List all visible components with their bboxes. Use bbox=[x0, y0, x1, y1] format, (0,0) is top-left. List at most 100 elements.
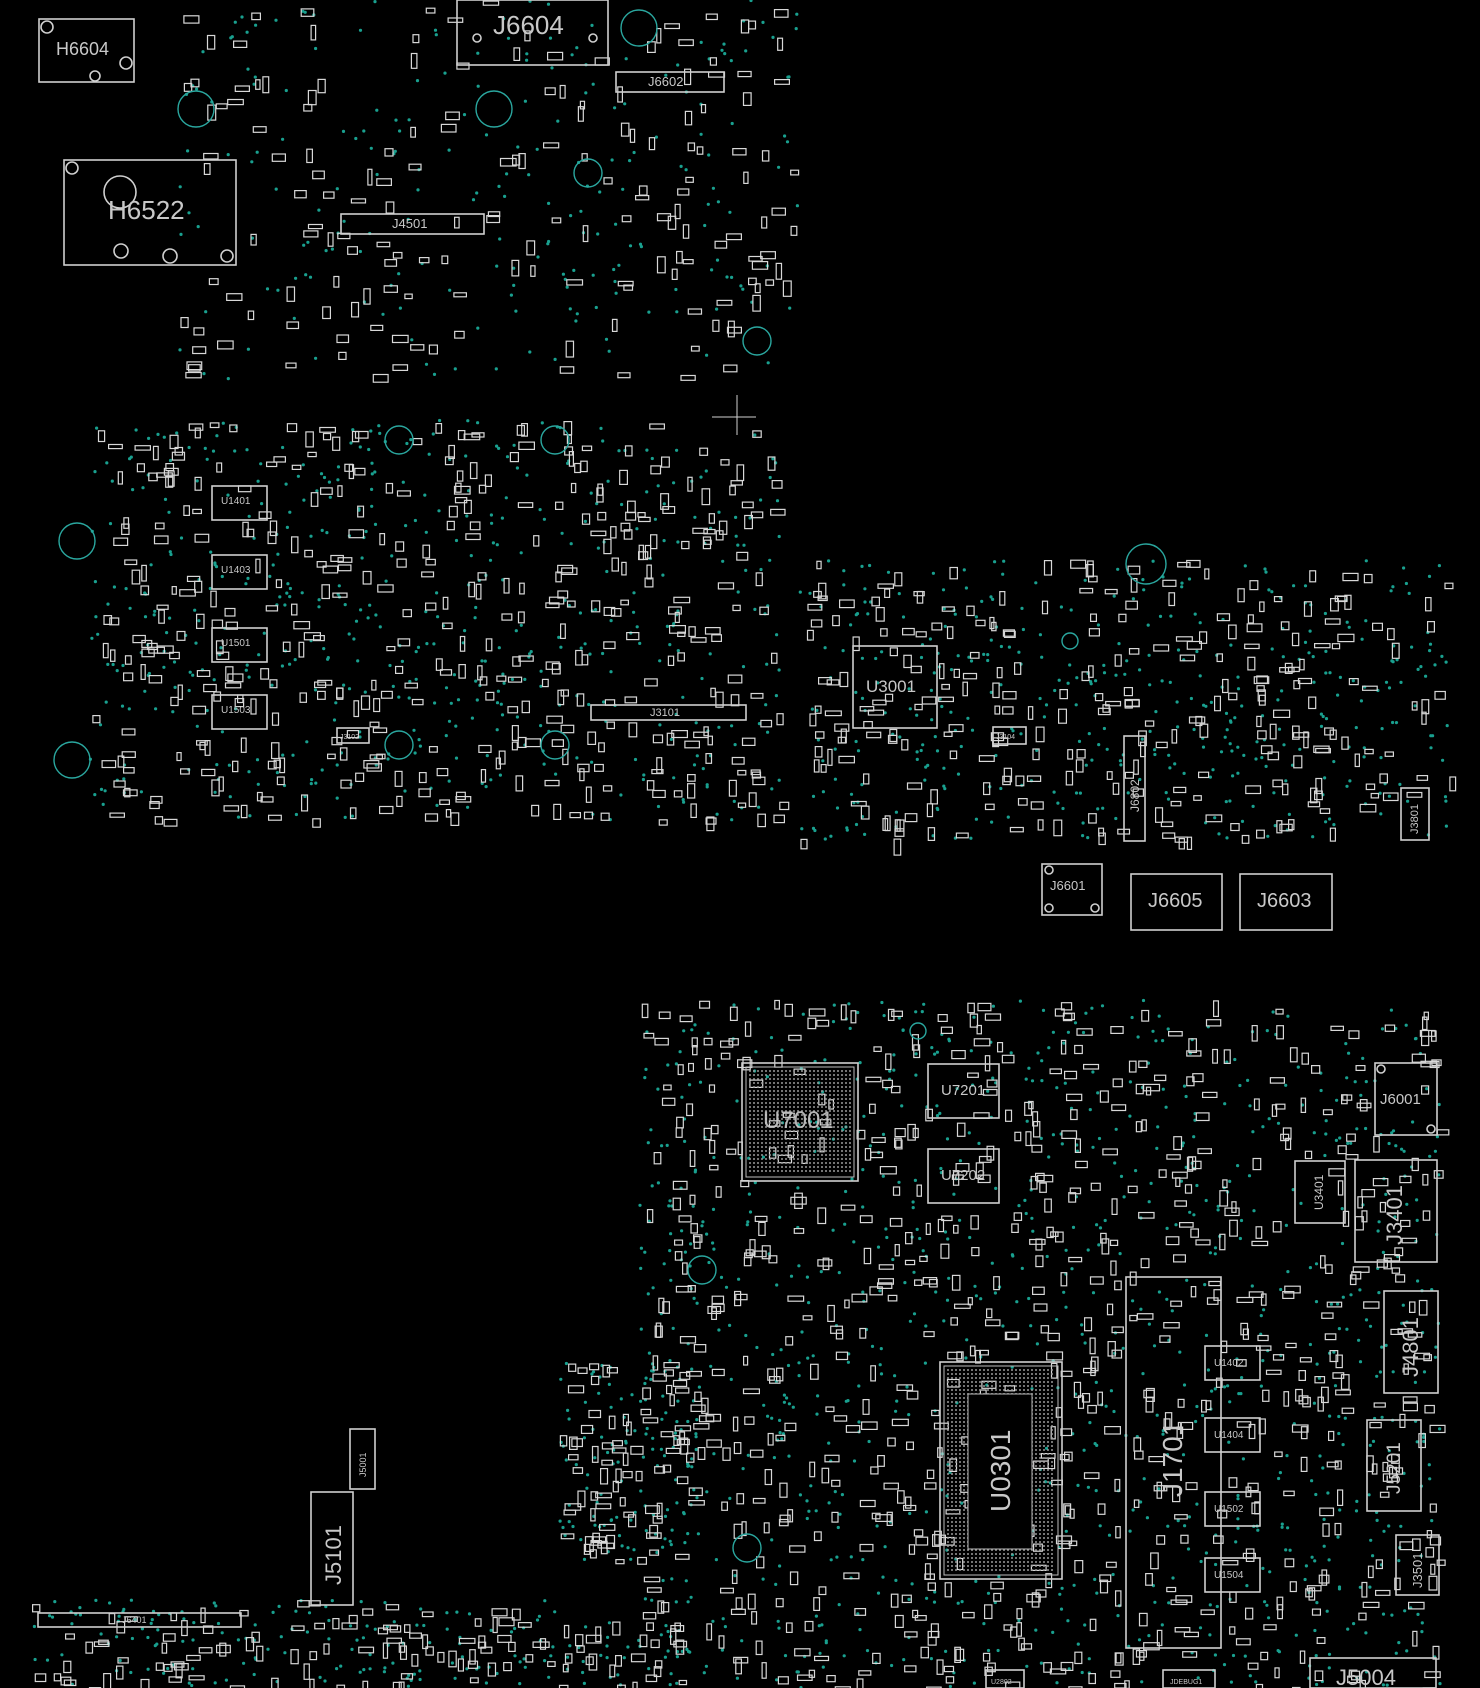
smd-pad bbox=[736, 464, 745, 482]
via bbox=[1047, 1581, 1051, 1585]
via bbox=[179, 536, 184, 540]
smd-pad bbox=[1130, 577, 1138, 593]
via bbox=[335, 763, 339, 767]
via bbox=[1001, 1324, 1005, 1328]
via bbox=[697, 1385, 702, 1389]
smd-pad bbox=[1252, 1157, 1262, 1171]
via bbox=[1314, 1492, 1318, 1497]
via bbox=[1416, 1612, 1420, 1616]
via bbox=[914, 1073, 918, 1077]
via bbox=[178, 185, 182, 189]
smd-pad bbox=[620, 522, 631, 532]
via bbox=[1324, 820, 1328, 824]
via bbox=[787, 75, 791, 79]
via bbox=[1251, 1130, 1255, 1134]
via bbox=[1315, 1362, 1319, 1366]
via bbox=[314, 46, 318, 51]
smd-pad bbox=[165, 475, 174, 488]
via bbox=[924, 765, 928, 769]
smd-pad bbox=[1212, 1048, 1218, 1064]
smd-pad bbox=[996, 1041, 1004, 1053]
via bbox=[253, 75, 257, 79]
via bbox=[1010, 1253, 1015, 1257]
via bbox=[347, 687, 352, 691]
via bbox=[1267, 1117, 1271, 1121]
smd-pad bbox=[630, 1653, 646, 1663]
via bbox=[488, 558, 493, 562]
via bbox=[935, 1050, 940, 1054]
smd-pad bbox=[603, 606, 616, 617]
via bbox=[1387, 686, 1392, 690]
via bbox=[797, 1264, 801, 1268]
smd-pad bbox=[454, 330, 465, 339]
smd-pad bbox=[1280, 621, 1290, 631]
via bbox=[416, 188, 420, 192]
via bbox=[1236, 1497, 1240, 1501]
smd-pad bbox=[202, 1625, 214, 1635]
smd-pad bbox=[1032, 748, 1040, 761]
via bbox=[254, 23, 258, 27]
smd-pad bbox=[225, 621, 239, 630]
via bbox=[672, 481, 676, 485]
smd-pad bbox=[715, 691, 724, 708]
via bbox=[122, 777, 126, 781]
smd-pad bbox=[1271, 1104, 1278, 1117]
smd-pad bbox=[698, 1415, 715, 1423]
via bbox=[1093, 1577, 1097, 1581]
via bbox=[106, 662, 110, 667]
smd-pad bbox=[436, 767, 449, 777]
smd-pad bbox=[229, 1685, 246, 1688]
via bbox=[141, 486, 145, 490]
mounting-hole bbox=[475, 90, 513, 128]
via bbox=[1347, 625, 1351, 629]
smd-pad bbox=[592, 1532, 601, 1543]
via bbox=[764, 703, 768, 707]
smd-pad bbox=[993, 1592, 1002, 1602]
smd-pad bbox=[1088, 1672, 1097, 1685]
smd-pad bbox=[785, 1336, 794, 1346]
via bbox=[1325, 1609, 1329, 1613]
via bbox=[605, 1644, 609, 1648]
via bbox=[949, 710, 953, 714]
smd-pad bbox=[749, 1449, 764, 1458]
via bbox=[1313, 1628, 1317, 1633]
smd-pad bbox=[838, 755, 855, 764]
via bbox=[1102, 726, 1106, 731]
smd-pad bbox=[1183, 1631, 1200, 1638]
via bbox=[469, 554, 473, 558]
via bbox=[797, 1374, 801, 1378]
via bbox=[168, 458, 173, 463]
smd-pad bbox=[826, 679, 840, 686]
via bbox=[1288, 1548, 1292, 1552]
smd-pad bbox=[1372, 1177, 1389, 1187]
via bbox=[1292, 584, 1296, 588]
smd-pad bbox=[440, 123, 457, 133]
via bbox=[330, 1599, 334, 1603]
via bbox=[1198, 1626, 1203, 1630]
smd-pad bbox=[755, 572, 763, 587]
smd-pad bbox=[203, 163, 211, 176]
smd-pad bbox=[194, 533, 210, 543]
via bbox=[882, 1014, 886, 1018]
via bbox=[1308, 1342, 1312, 1347]
smd-pad bbox=[455, 482, 462, 493]
smd-pad bbox=[654, 1466, 666, 1474]
via bbox=[778, 1564, 782, 1568]
smd-pad bbox=[1035, 1255, 1044, 1268]
via bbox=[1333, 1384, 1338, 1388]
via bbox=[639, 1327, 643, 1331]
smd-pad bbox=[1379, 1201, 1387, 1213]
via bbox=[746, 1453, 750, 1457]
label-h6604: H6604 bbox=[56, 39, 109, 59]
smd-pad bbox=[764, 1468, 773, 1486]
via bbox=[650, 1369, 654, 1373]
via bbox=[363, 690, 367, 694]
smd-pad bbox=[267, 760, 277, 770]
via bbox=[1146, 1061, 1150, 1065]
smd-pad bbox=[1382, 1473, 1399, 1482]
smd-pad bbox=[565, 340, 575, 358]
smd-pad bbox=[927, 827, 936, 842]
smd-pad bbox=[946, 1378, 960, 1388]
smd-pad bbox=[1101, 1238, 1110, 1255]
via bbox=[1181, 1141, 1185, 1145]
